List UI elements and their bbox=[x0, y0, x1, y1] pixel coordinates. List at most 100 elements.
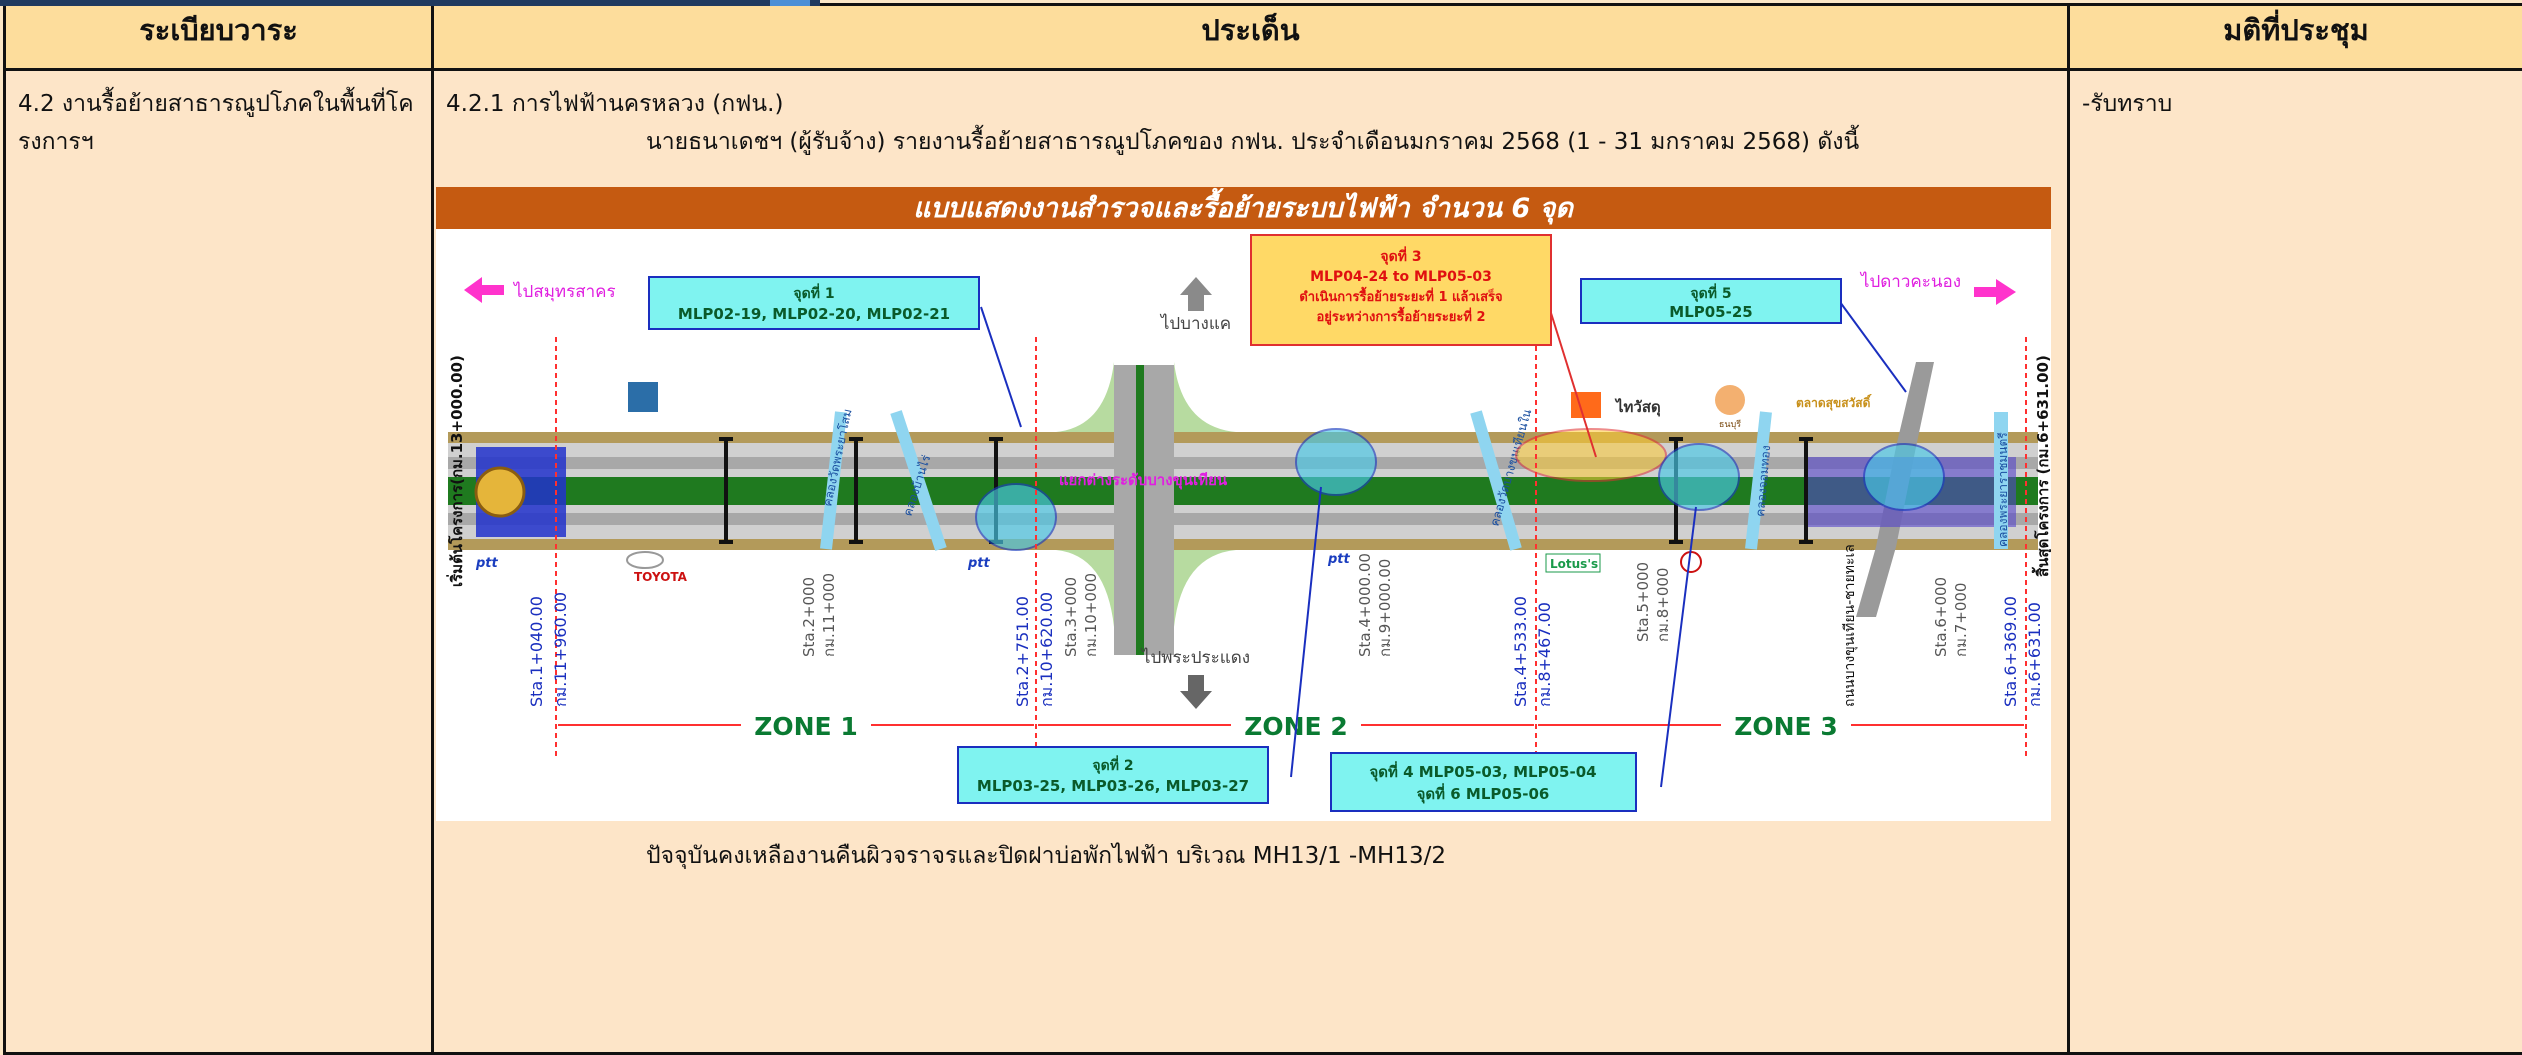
diagram-svg: แบบแสดงงานสำรวจและรื้อย้ายระบบไฟฟ้า จำนว… bbox=[436, 187, 2053, 821]
arrow-down-icon bbox=[1180, 675, 1212, 709]
point5-circle bbox=[1863, 443, 1945, 511]
callout-1-box bbox=[648, 276, 980, 330]
callout-1-line bbox=[980, 306, 1022, 428]
arrow-right-icon bbox=[1974, 279, 2016, 305]
arrow-left-icon bbox=[464, 277, 504, 303]
start-label: เริ่มต้นโครงการ(กม.13+000.00) bbox=[446, 355, 466, 587]
logo-thaiwatsadu: ไทวัสดุ bbox=[1614, 397, 1661, 417]
start-emblem bbox=[474, 466, 526, 518]
agenda-cell: 4.2 งานรื้อย้ายสาธารณูปโภคในพื้นที่โครงก… bbox=[3, 68, 434, 1055]
callout-3-title: จุดที่ 3 bbox=[1380, 246, 1421, 265]
relocation-diagram: แบบแสดงงานสำรวจและรื้อย้ายระบบไฟฟ้า จำนว… bbox=[436, 187, 2053, 821]
point3-ellipse bbox=[1515, 428, 1667, 482]
marker-2 bbox=[849, 437, 863, 544]
issue-cell: 4.2.1 การไฟฟ้านครหลวง (กฟน.) นายธนาเดชฯ … bbox=[431, 68, 2070, 1055]
canal-stripe-1 bbox=[820, 411, 847, 550]
table-header-row: ระเบียบวาระ ประเด็น มติที่ประชุม bbox=[3, 3, 2522, 71]
canal-stripe-3 bbox=[1470, 410, 1522, 551]
top-decoration-accent bbox=[770, 0, 810, 6]
interchange-island-br bbox=[1174, 550, 1236, 627]
logo-toyota: TOYOTA bbox=[634, 570, 688, 584]
logo-thonburi: ธนบุรี bbox=[1719, 419, 1741, 430]
callout-2-box bbox=[957, 746, 1269, 804]
station-gray-3: Sta.3+000 bbox=[1062, 577, 1080, 657]
top-decoration-bar bbox=[0, 0, 820, 6]
canal-label-5: คลองพระยาราชมนตรี bbox=[1996, 432, 2010, 547]
station-red-2: กม.11+960.00 bbox=[551, 592, 570, 707]
table-row: 4.2 งานรื้อย้ายสาธารณูปโภคในพื้นที่โครงก… bbox=[3, 68, 2522, 1055]
header-resolution: มติที่ประชุม bbox=[2067, 3, 2522, 71]
lane-bottom bbox=[448, 513, 2038, 525]
callout-3-range: MLP04-24 to MLP05-03 bbox=[1310, 269, 1492, 285]
point4-circle bbox=[1658, 443, 1740, 511]
header-issue: ประเด็น bbox=[431, 3, 2070, 71]
canal-stripe-2 bbox=[890, 410, 947, 551]
logo-ptt-3: ptt bbox=[1327, 552, 1351, 567]
station-gray-4: กม.10+000 bbox=[1082, 573, 1100, 657]
logo-thonburi-icon bbox=[1715, 385, 1745, 415]
station-red-4: กม.10+620.00 bbox=[1037, 592, 1056, 707]
zone1-label: ZONE 1 bbox=[754, 712, 857, 741]
callout-3-box bbox=[1250, 234, 1552, 346]
station-gray-9: Sta.6+000 bbox=[1932, 577, 1950, 657]
zone3-label: ZONE 3 bbox=[1734, 712, 1837, 741]
road-edge-top bbox=[448, 432, 2038, 443]
zone1-label-bg bbox=[741, 709, 871, 741]
logo-bank-icon bbox=[628, 382, 658, 412]
issue-note: ปัจจุบันคงเหลืองานคืนผิวจราจรและปิดฝาบ่อ… bbox=[646, 843, 1446, 869]
callout-4-line1: จุดที่ 4 MLP05-03, MLP05-04 bbox=[1369, 761, 1596, 782]
callout-2-codes: MLP03-25, MLP03-26, MLP03-27 bbox=[977, 777, 1249, 795]
station-gray-7: Sta.5+000 bbox=[1634, 562, 1652, 642]
diagonal-road-label: ถนนบางขุนเทียน-ชายทะเล bbox=[1842, 544, 1858, 707]
callout-2-title: จุดที่ 2 bbox=[1092, 755, 1133, 774]
point1-circle bbox=[975, 483, 1057, 551]
station-gray-6: กม.9+000.00 bbox=[1376, 559, 1394, 657]
agenda-text: 4.2 งานรื้อย้ายสาธารณูปโภคในพื้นที่โครงก… bbox=[18, 91, 414, 155]
callout-5-line bbox=[1839, 301, 1907, 393]
station-gray-2: กม.11+000 bbox=[820, 573, 838, 657]
station-red-8: กม.6+631.00 bbox=[2025, 602, 2044, 707]
interchange-island-tr bbox=[1174, 362, 1236, 432]
logo-lotus: Lotus's bbox=[1550, 557, 1598, 571]
station-red-7: Sta.6+369.00 bbox=[2001, 596, 2020, 707]
callout-3-status2: อยู่ระหว่างการรื้อย้ายระยะที่ 2 bbox=[1316, 306, 1485, 325]
interchange-label: แยกต่างระดับบางขุนเทียน bbox=[1059, 471, 1228, 490]
logo-toyota-icon bbox=[626, 551, 664, 569]
end-label: สิ้นสุดโครงการ (กม.6+631.00) bbox=[2031, 355, 2051, 577]
callout-5-codes: MLP05-25 bbox=[1669, 303, 1752, 321]
interchange-median bbox=[1136, 365, 1144, 655]
resolution-cell: -รับทราบ bbox=[2067, 68, 2522, 1055]
zone3-label-bg bbox=[1721, 709, 1851, 741]
logo-ptt-1: ptt bbox=[475, 556, 499, 571]
logo-thaiwatsadu-icon bbox=[1571, 392, 1601, 418]
callout-3-line bbox=[1545, 296, 1597, 458]
interchange-island-tl bbox=[1056, 362, 1114, 432]
dir-right-label: ไปดาวคะนอง bbox=[1859, 271, 1961, 292]
diagram-title: แบบแสดงงานสำรวจและรื้อย้ายระบบไฟฟ้า จำนว… bbox=[913, 187, 1574, 225]
canal-stripe-4 bbox=[1745, 411, 1772, 550]
issue-text: นายธนาเดชฯ (ผู้รับจ้าง) รายงานรื้อย้ายสา… bbox=[646, 129, 1860, 155]
callout-5-box bbox=[1580, 278, 1842, 324]
dir-up-label: ไปบางแค bbox=[1159, 313, 1231, 334]
resolution-text: -รับทราบ bbox=[2082, 91, 2173, 117]
callout-4-line bbox=[1660, 506, 1697, 788]
marker-1 bbox=[719, 437, 733, 544]
callout-2-line bbox=[1290, 486, 1322, 778]
callout-1-title: จุดที่ 1 bbox=[793, 283, 834, 302]
callout-5-title: จุดที่ 5 bbox=[1690, 283, 1731, 302]
station-gray-5: Sta.4+000.00 bbox=[1356, 553, 1374, 657]
interchange-island-bl bbox=[1056, 550, 1114, 627]
dir-down-label: ไปพระประแดง bbox=[1140, 647, 1250, 668]
agenda-table: ระเบียบวาระ ประเด็น มติที่ประชุม 4.2 งาน… bbox=[3, 3, 2522, 1055]
dir-left-label: ไปสมุทรสาคร bbox=[512, 281, 616, 302]
station-red-6: กม.8+467.00 bbox=[1535, 602, 1554, 707]
callout-4-line2: จุดที่ 6 MLP05-06 bbox=[1417, 783, 1550, 804]
callout-4-box bbox=[1330, 752, 1637, 812]
station-red-3: Sta.2+751.00 bbox=[1013, 596, 1032, 707]
station-red-1: Sta.1+040.00 bbox=[527, 596, 546, 707]
station-gray-8: กม.8+000 bbox=[1654, 568, 1672, 642]
arrow-up-icon bbox=[1180, 277, 1212, 311]
road-edge-bottom bbox=[448, 539, 2038, 550]
issue-heading: 4.2.1 การไฟฟ้านครหลวง (กฟน.) bbox=[446, 91, 784, 117]
callout-3-status1: ดำเนินการรื้อย้ายระยะที่ 1 แล้วเสร็จ bbox=[1299, 286, 1502, 305]
